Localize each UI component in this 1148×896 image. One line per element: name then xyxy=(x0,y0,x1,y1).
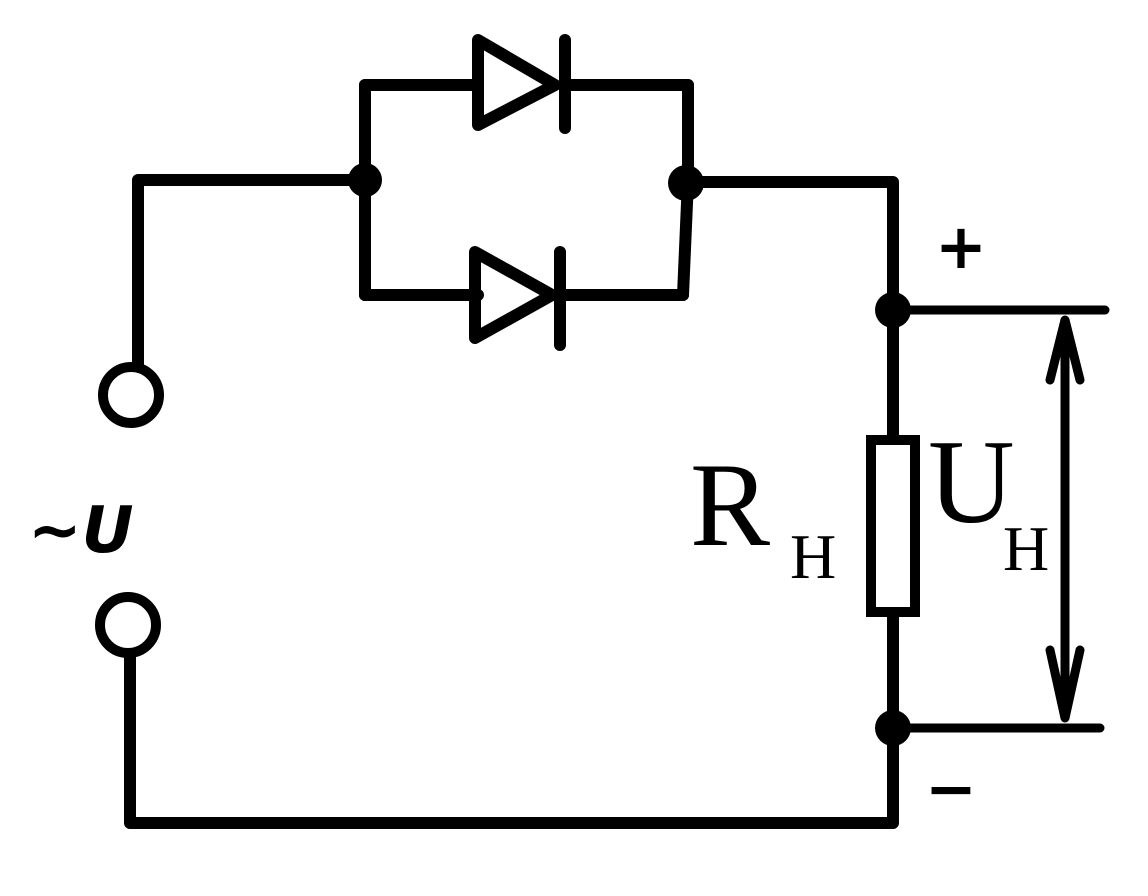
minus-label: − xyxy=(925,752,977,825)
resistor-label-subscript: H xyxy=(790,521,836,592)
voltage-label-subscript: H xyxy=(1003,513,1049,584)
diode-bottom xyxy=(469,246,566,351)
load-resistor xyxy=(866,435,920,617)
input-terminal-bottom xyxy=(95,592,161,658)
diode-top xyxy=(472,34,571,134)
wire-input-top xyxy=(132,174,371,371)
voltage-arrow xyxy=(1045,315,1085,723)
wire-return xyxy=(124,649,899,829)
plus-label: + xyxy=(935,210,987,283)
junction-left xyxy=(348,163,382,197)
voltage-label: U xyxy=(928,415,1015,548)
junction-right xyxy=(668,165,704,201)
source-symbol: ~U xyxy=(28,494,134,568)
resistor-label: R xyxy=(690,438,770,571)
input-terminal-top xyxy=(98,362,164,428)
wire-output-top xyxy=(682,176,899,316)
